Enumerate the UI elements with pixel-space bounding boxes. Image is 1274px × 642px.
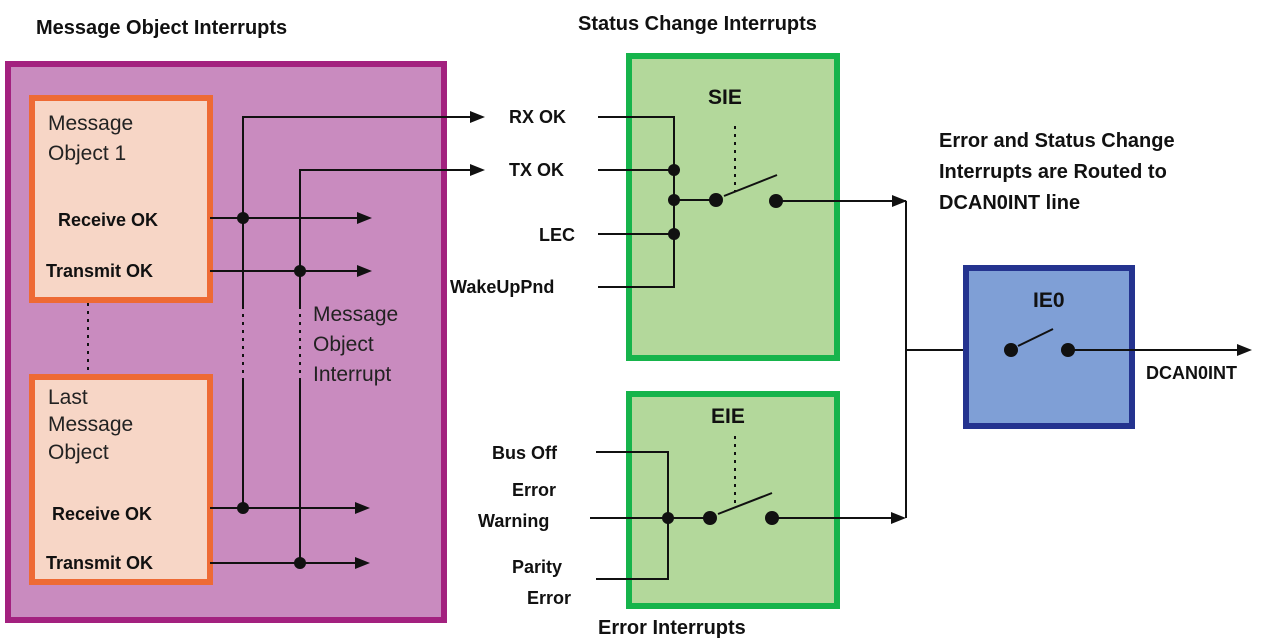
routing-note-line-3: DCAN0INT line — [939, 192, 1080, 214]
eie-label: EIE — [711, 405, 745, 428]
sie-input-tx-ok: TX OK — [509, 160, 564, 180]
message-object-1-name-line-1: Message — [48, 112, 133, 135]
last-message-object-box — [29, 374, 213, 585]
message-object-interrupt-label-line-3: Interrupt — [313, 363, 391, 386]
eie-input-parity-error-line-1: Parity — [512, 557, 562, 577]
ie0-label: IE0 — [1033, 289, 1065, 312]
error-interrupts-title: Error Interrupts — [598, 617, 746, 639]
routing-note-line-1: Error and Status Change — [939, 130, 1175, 152]
eie-input-error-warning-line-1: Error — [512, 480, 556, 500]
arrow-sie-output — [892, 195, 907, 207]
eie-input-bus-off: Bus Off — [492, 443, 558, 463]
junction-dot — [662, 512, 674, 524]
message-object-1-name-line-2: Object 1 — [48, 142, 126, 165]
message-object-1-transmit-ok-label: Transmit OK — [46, 261, 153, 281]
message-object-interrupts-title: Message Object Interrupts — [36, 17, 287, 39]
message-object-interrupt-label-line-2: Object — [313, 333, 374, 356]
message-object-interrupt-label-line-1: Message — [313, 303, 398, 326]
arrow-receive-ok-1 — [357, 212, 372, 224]
last-message-object-name-line-2: Message — [48, 413, 133, 436]
ie0-switch-lever — [1017, 328, 1054, 347]
ie0-switch-contact — [1004, 343, 1018, 357]
junction-dot — [237, 212, 249, 224]
routing-note-line-2: Interrupts are Routed to — [939, 161, 1167, 183]
junction-dot — [668, 194, 680, 206]
sie-switch-contact — [769, 194, 783, 208]
ie0-block — [963, 265, 1135, 429]
message-object-wiring — [210, 116, 470, 564]
status-change-interrupts-title: Status Change Interrupts — [578, 13, 817, 35]
junction-dot — [294, 557, 306, 569]
last-message-object-transmit-ok-label: Transmit OK — [46, 553, 153, 573]
eie-switch-contact — [703, 511, 717, 525]
arrow-receive-ok-last — [355, 502, 370, 514]
message-object-1-box — [29, 95, 213, 303]
sie-switch-contact — [709, 193, 723, 207]
sie-input-lec: LEC — [539, 225, 575, 245]
arrow-eie-output — [891, 512, 906, 524]
eie-input-error-warning-line-2: Warning — [478, 511, 549, 531]
last-message-object-receive-ok-label: Receive OK — [52, 504, 152, 524]
dcan0int-label: DCAN0INT — [1146, 363, 1237, 383]
sie-block — [626, 53, 840, 361]
sie-label: SIE — [708, 86, 742, 109]
eie-switch-contact — [765, 511, 779, 525]
arrow-rx-ok — [470, 111, 485, 123]
junction-dot — [668, 228, 680, 240]
arrow-tx-ok — [470, 164, 485, 176]
message-object-1-receive-ok-label: Receive OK — [58, 210, 158, 230]
arrow-transmit-ok-1 — [357, 265, 372, 277]
last-message-object-name-line-3: Object — [48, 441, 109, 464]
junction-dot — [237, 502, 249, 514]
sie-input-wakeuppnd: WakeUpPnd — [450, 277, 554, 297]
eie-input-parity-error-line-2: Error — [527, 588, 571, 608]
junction-dot — [668, 164, 680, 176]
eie-block — [626, 391, 840, 609]
arrow-dcan0int — [1237, 344, 1252, 356]
last-message-object-name-line-1: Last — [48, 386, 88, 409]
sie-input-rx-ok: RX OK — [509, 107, 566, 127]
junction-dot — [294, 265, 306, 277]
arrow-transmit-ok-last — [355, 557, 370, 569]
